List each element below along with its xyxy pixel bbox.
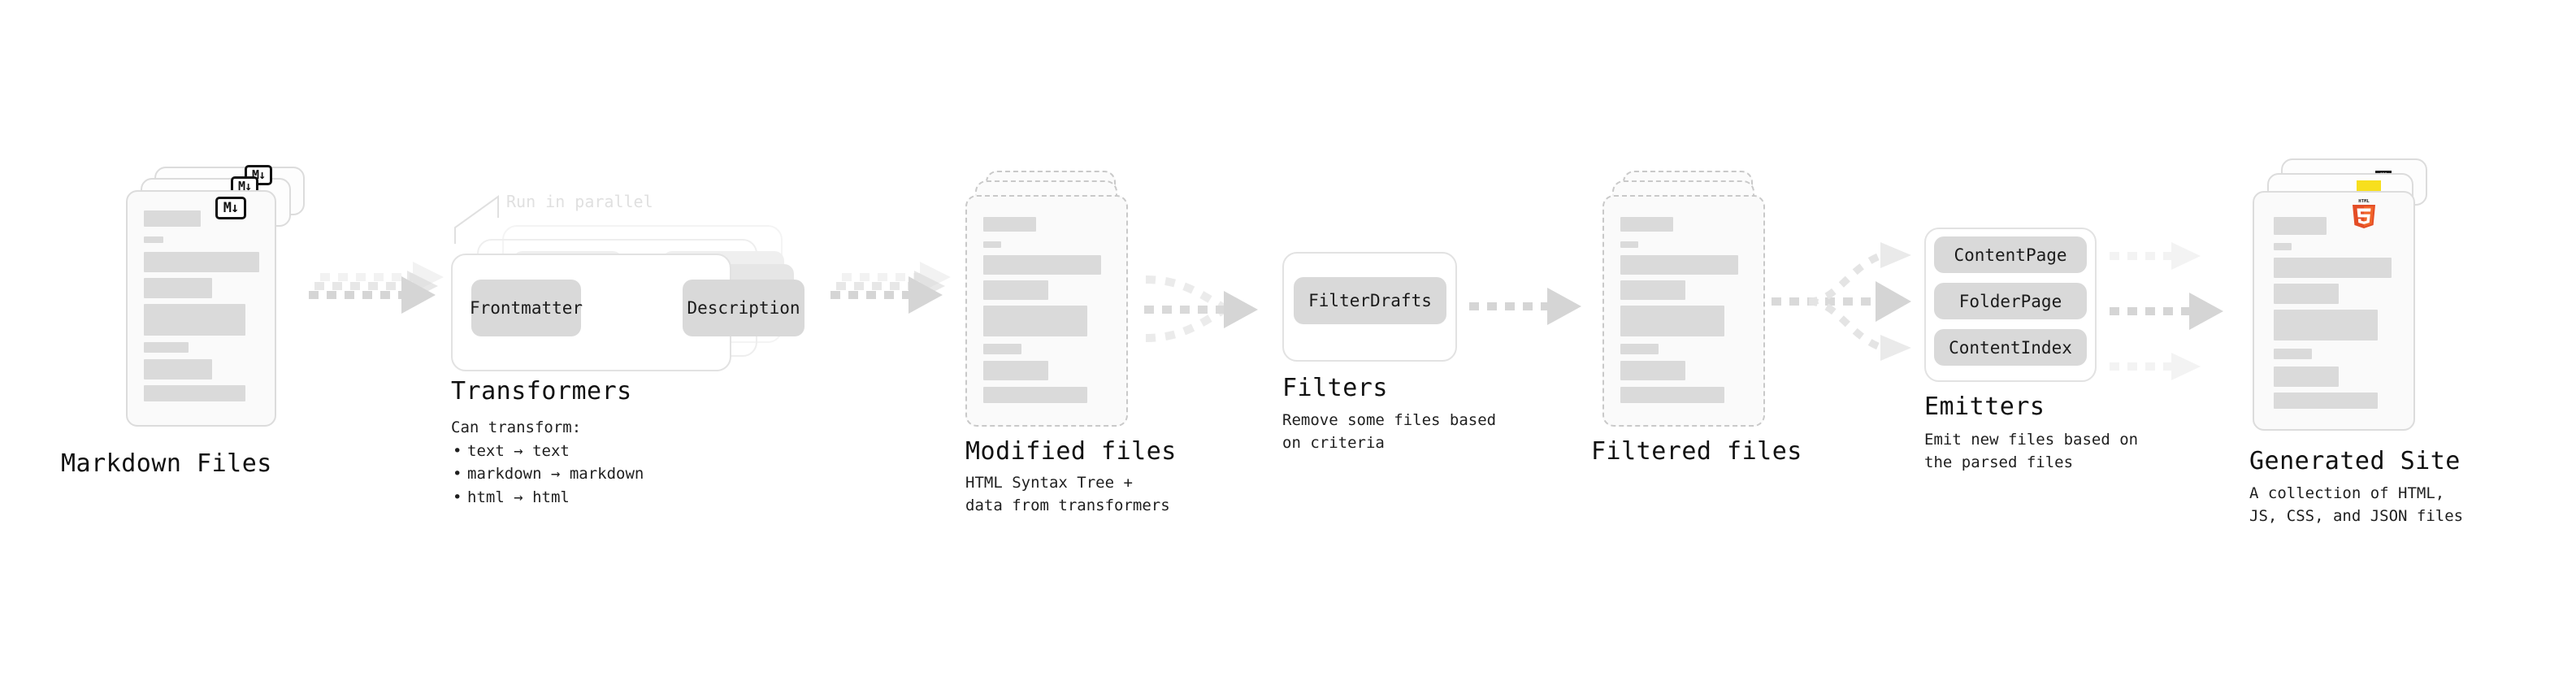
chip-folderpage[interactable]: FolderPage bbox=[1934, 283, 2087, 319]
chip-contentindex[interactable]: ContentIndex bbox=[1934, 329, 2087, 366]
filtered-files-title: Filtered files bbox=[1591, 437, 1802, 466]
modified-files-stack bbox=[965, 171, 1140, 431]
connector-filtered-to-emitters bbox=[1772, 242, 1911, 361]
transformers-bullet-2: html → html bbox=[453, 486, 644, 510]
filters-title: Filters bbox=[1282, 374, 1388, 402]
emitters-subtitle: Emit new files based on the parsed files bbox=[1924, 431, 2139, 471]
filtered-files-stack bbox=[1602, 171, 1777, 431]
transformers-bullets: Can transform: text → text markdown → ma… bbox=[451, 416, 644, 509]
markdown-files-stack: M↓ M↓ M↓ bbox=[126, 165, 305, 427]
generated-site-stack: CSS HTML bbox=[2253, 158, 2431, 431]
transformers-bullet-1: markdown → markdown bbox=[453, 462, 644, 486]
generated-file-front bbox=[2253, 191, 2415, 431]
markdown-file-front bbox=[126, 190, 276, 427]
transformers-bullet-0: text → text bbox=[453, 440, 644, 463]
connector-filters-to-filtered bbox=[1469, 288, 1581, 325]
generated-site-title: Generated Site bbox=[2249, 447, 2461, 475]
filtered-file-front bbox=[1602, 195, 1765, 427]
chip-description[interactable]: Description bbox=[683, 280, 804, 336]
svg-text:HTML: HTML bbox=[2358, 199, 2370, 204]
chip-contentpage[interactable]: ContentPage bbox=[1934, 236, 2087, 273]
html5-icon: HTML bbox=[2350, 197, 2378, 230]
modified-file-front bbox=[965, 195, 1128, 427]
modified-files-title: Modified files bbox=[965, 437, 1177, 466]
run-in-parallel-leader bbox=[454, 195, 499, 244]
run-in-parallel-label: Run in parallel bbox=[506, 192, 653, 211]
connector-emitters-to-site bbox=[2110, 242, 2223, 380]
connector-modified-to-filters bbox=[1144, 275, 1258, 342]
js-icon bbox=[2357, 180, 2381, 194]
connector-transformers-to-modified bbox=[830, 262, 951, 314]
generated-site-subtitle: A collection of HTML, JS, CSS, and JSON … bbox=[2249, 484, 2464, 525]
chip-frontmatter[interactable]: Frontmatter bbox=[470, 280, 583, 336]
emitters-title: Emitters bbox=[1924, 393, 2045, 421]
markdown-badge: M↓ bbox=[215, 197, 246, 219]
transformers-group: Run in parallel Frontmatter Description … bbox=[451, 189, 825, 371]
modified-files-subtitle: HTML Syntax Tree + data from transformer… bbox=[965, 474, 1170, 514]
markdown-files-title: Markdown Files bbox=[61, 449, 272, 478]
connector-md-to-transformers bbox=[309, 262, 444, 314]
transformers-bullets-lead: Can transform: bbox=[451, 419, 582, 436]
transformers-title: Transformers bbox=[451, 377, 632, 406]
filters-subtitle: Remove some files based on criteria bbox=[1282, 411, 1497, 452]
markdown-badge-back: M↓ bbox=[245, 165, 272, 185]
chip-filterdrafts[interactable]: FilterDrafts bbox=[1294, 277, 1446, 324]
